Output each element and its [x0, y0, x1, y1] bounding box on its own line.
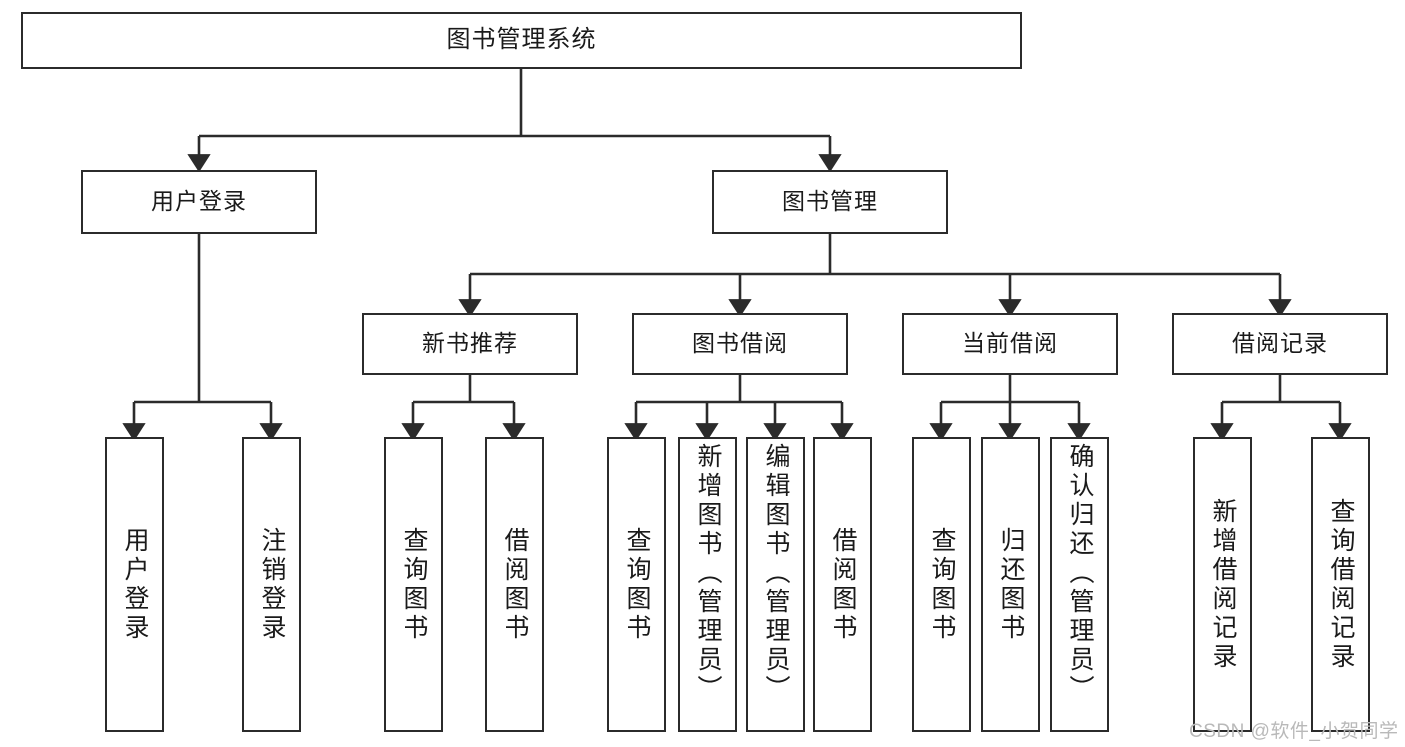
node-book-borrow[interactable]: 图书借阅	[632, 313, 848, 375]
node-leaf-confirm-return-admin[interactable]: 确认归还（管理员）	[1050, 437, 1109, 732]
node-leaf-add-borrow-record[interactable]: 新增借阅记录	[1193, 437, 1252, 732]
node-leaf-edit-book-admin[interactable]: 编辑图书（管理员）	[746, 437, 805, 732]
node-label: 图书管理	[782, 188, 878, 215]
node-label: 新书推荐	[422, 330, 518, 357]
node-new-book-recommend[interactable]: 新书推荐	[362, 313, 578, 375]
node-label: 借阅图书	[829, 526, 857, 643]
node-label: 当前借阅	[962, 330, 1058, 357]
node-current-borrow[interactable]: 当前借阅	[902, 313, 1118, 375]
node-label: 查询图书	[928, 526, 956, 643]
node-label: 确认归还（管理员）	[1066, 443, 1094, 704]
node-label: 归还图书	[997, 526, 1025, 643]
node-label: 编辑图书（管理员）	[762, 443, 790, 704]
node-label: 查询图书	[400, 526, 428, 643]
node-label: 用户登录	[151, 188, 247, 215]
node-label: 新增借阅记录	[1209, 497, 1237, 672]
node-leaf-add-book-admin[interactable]: 新增图书（管理员）	[678, 437, 737, 732]
node-leaf-query-book-1[interactable]: 查询图书	[384, 437, 443, 732]
node-leaf-query-book-2[interactable]: 查询图书	[607, 437, 666, 732]
node-leaf-borrow-book-2[interactable]: 借阅图书	[813, 437, 872, 732]
node-label: 新增图书（管理员）	[694, 443, 722, 704]
node-leaf-query-book-3[interactable]: 查询图书	[912, 437, 971, 732]
node-leaf-user-login[interactable]: 用户登录	[105, 437, 164, 732]
node-label: 借阅记录	[1232, 330, 1328, 357]
node-borrow-record[interactable]: 借阅记录	[1172, 313, 1388, 375]
node-leaf-query-borrow-record[interactable]: 查询借阅记录	[1311, 437, 1370, 732]
csdn-watermark: CSDN @软件_小贺同学	[1189, 721, 1399, 742]
node-label: 查询图书	[623, 526, 651, 643]
node-label: 用户登录	[121, 526, 149, 643]
node-user-login[interactable]: 用户登录	[81, 170, 317, 234]
node-label: 借阅图书	[501, 526, 529, 643]
node-label: 图书管理系统	[446, 26, 597, 54]
node-leaf-return-book[interactable]: 归还图书	[981, 437, 1040, 732]
node-leaf-logout-login[interactable]: 注销登录	[242, 437, 301, 732]
node-book-manage[interactable]: 图书管理	[712, 170, 948, 234]
node-label: 查询借阅记录	[1327, 497, 1355, 672]
node-root-图书管理系统[interactable]: 图书管理系统	[21, 12, 1022, 69]
node-label: 注销登录	[258, 526, 286, 643]
node-label: 图书借阅	[692, 330, 788, 357]
node-leaf-borrow-book-1[interactable]: 借阅图书	[485, 437, 544, 732]
